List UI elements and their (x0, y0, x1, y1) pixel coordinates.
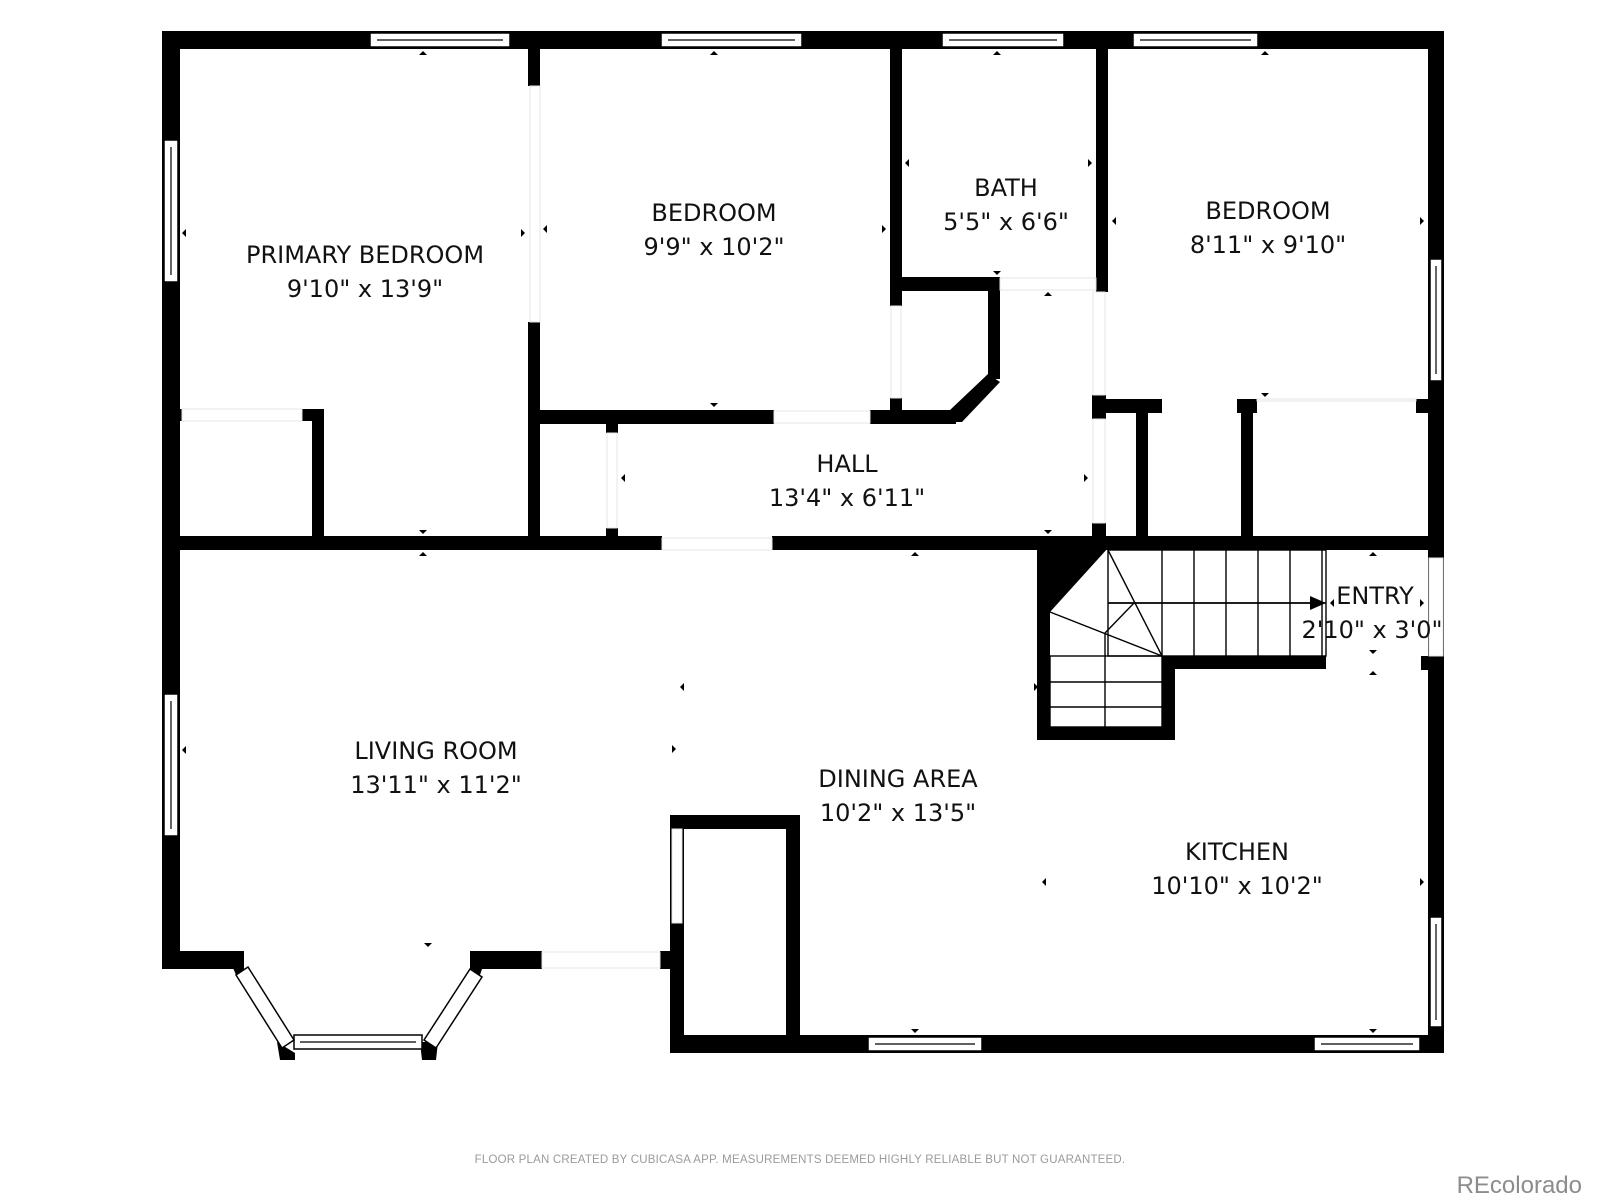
room-primary-bedroom: PRIMARY BEDROOM 9'10" x 13'9" (246, 241, 484, 303)
measurement-markers (182, 51, 1424, 1033)
stair-direction-arrow-icon (1310, 596, 1326, 610)
room-dimensions: 5'5" x 6'6" (943, 208, 1069, 236)
room-name: ENTRY (1336, 582, 1414, 610)
brand-watermark: REcolorado (1456, 1172, 1582, 1199)
room-dimensions: 8'11" x 9'10" (1190, 231, 1346, 259)
room-hall: HALL 13'4" x 6'11" (769, 450, 925, 512)
room-dimensions: 13'4" x 6'11" (769, 484, 925, 512)
room-name: DINING AREA (818, 765, 978, 793)
room-dining-area: DINING AREA 10'2" x 13'5" (818, 765, 978, 827)
room-name: BEDROOM (1205, 197, 1330, 225)
room-name: PRIMARY BEDROOM (246, 241, 484, 269)
room-name: HALL (816, 450, 878, 478)
room-dimensions: 10'10" x 10'2" (1151, 872, 1323, 900)
room-dimensions: 9'10" x 13'9" (287, 275, 443, 303)
room-name: BATH (974, 174, 1038, 202)
room-dimensions: 13'11" x 11'2" (350, 771, 522, 799)
room-living-room: LIVING ROOM 13'11" x 11'2" (350, 737, 522, 799)
room-name: BEDROOM (651, 199, 776, 227)
room-bedroom-2: BEDROOM 9'9" x 10'2" (643, 199, 784, 261)
staircase (1049, 549, 1327, 728)
room-dimensions: 9'9" x 10'2" (643, 233, 784, 261)
room-entry: ENTRY 2'10" x 3'0" (1301, 582, 1442, 644)
windows (163, 32, 1443, 1052)
interior-walls (162, 40, 1444, 740)
room-kitchen: KITCHEN 10'10" x 10'2" (1151, 838, 1323, 900)
room-name: LIVING ROOM (354, 737, 517, 765)
room-bedroom-3: BEDROOM 8'11" x 9'10" (1190, 197, 1346, 259)
openings (181, 85, 1444, 969)
room-dimensions: 2'10" x 3'0" (1301, 616, 1442, 644)
floor-plan-disclaimer: FLOOR PLAN CREATED BY CUBICASA APP. MEAS… (474, 1154, 1126, 1166)
room-dimensions: 10'2" x 13'5" (820, 799, 976, 827)
room-bath: BATH 5'5" x 6'6" (943, 174, 1069, 236)
room-name: KITCHEN (1185, 838, 1289, 866)
